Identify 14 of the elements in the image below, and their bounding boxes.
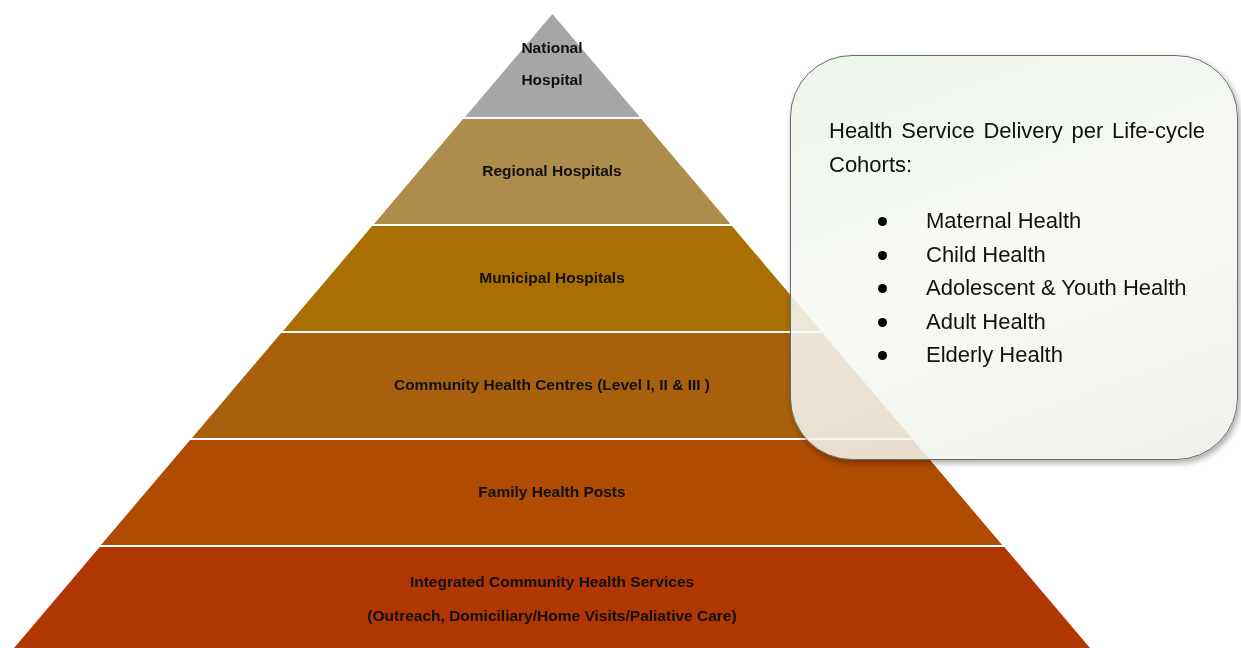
tier-label: (Outreach, Domiciliary/Home Visits/Paliative Care): [367, 607, 737, 624]
tier-label: Integrated Community Health Services: [409, 573, 695, 590]
bullet-item: Elderly Health: [841, 338, 1205, 372]
tier-label: Community Health Centres (Level I, II & III ): [393, 376, 711, 393]
tier-label: Family Health Posts: [478, 483, 626, 500]
bullet-item: Adolescent & Youth Health: [841, 271, 1205, 305]
tier-label: National Hospital: [521, 39, 583, 88]
tier-label: Municipal Hospitals: [479, 269, 625, 286]
callout-box: [790, 55, 1238, 460]
box-heading: Health Service Delivery per Life-cycle Cohorts:: [829, 117, 1205, 179]
bullet-item: Child Health: [841, 237, 1205, 271]
bullet-item: Maternal Health: [841, 204, 1205, 238]
bullet-item: Adult Health: [841, 304, 1205, 338]
tier-label: Regional Hospitals: [482, 162, 622, 179]
